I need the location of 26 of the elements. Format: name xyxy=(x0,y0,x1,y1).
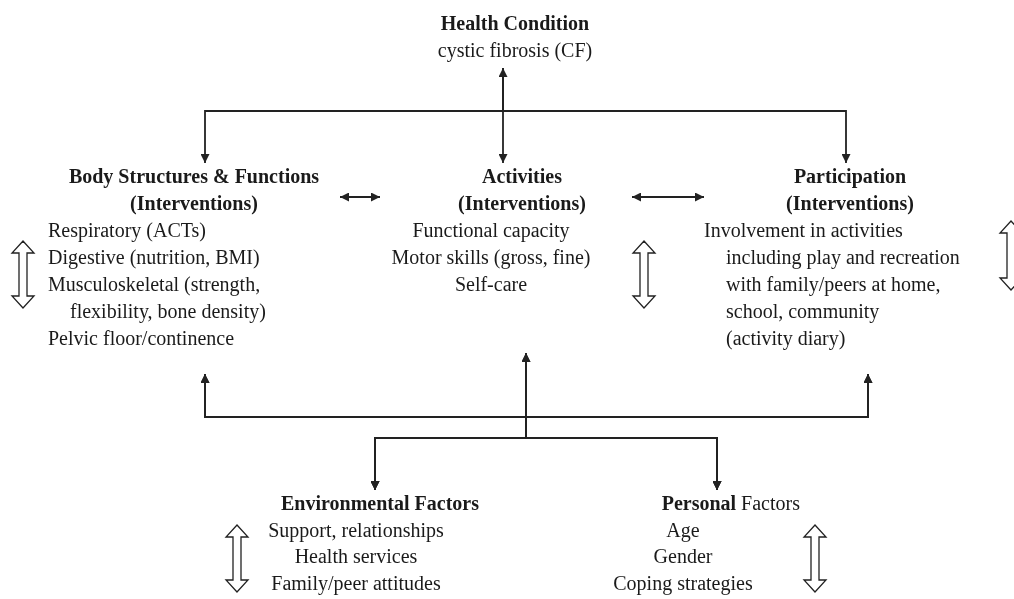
body-text: Pelvic floor/continence xyxy=(48,326,236,351)
body-text: Motor skills (gross, fine) xyxy=(390,245,592,271)
body-text: (activity diary) xyxy=(725,326,847,352)
body-text: Coping strategies xyxy=(612,570,754,596)
arrow xyxy=(631,192,705,202)
body-text: cystic fibrosis (CF) xyxy=(436,38,594,64)
body-text: Digestive (nutrition, BMI) xyxy=(48,245,261,271)
body-text: Musculoskeletal (strength, flexibility, bone density) xyxy=(48,272,267,325)
body-text: Self-care xyxy=(453,272,529,297)
heading: Participation (Interventions) xyxy=(785,164,915,217)
heading: Personal Factors xyxy=(660,491,800,516)
body-text: Respiratory (ACTs) xyxy=(48,218,208,244)
body-text: Support, relationships xyxy=(267,517,445,543)
heading: Environmental Factors xyxy=(280,491,480,516)
heading: Health Condition xyxy=(439,11,591,36)
arrow xyxy=(339,192,381,202)
body-text: Functional capacity xyxy=(411,218,571,244)
body-text: Involvement in activities including play and recreation with family/peers at home, school, community xyxy=(704,218,961,325)
arrow xyxy=(502,67,851,164)
body-text: Age xyxy=(665,517,701,543)
heading: Body Structures & Functions (Interventions) xyxy=(67,164,321,217)
body-text: Gender xyxy=(652,544,714,569)
body-text: Health services xyxy=(293,544,419,569)
heading: Activities (Interventions) xyxy=(457,164,587,217)
body-text: Family/peer attitudes xyxy=(270,570,442,596)
arrow xyxy=(525,373,873,491)
